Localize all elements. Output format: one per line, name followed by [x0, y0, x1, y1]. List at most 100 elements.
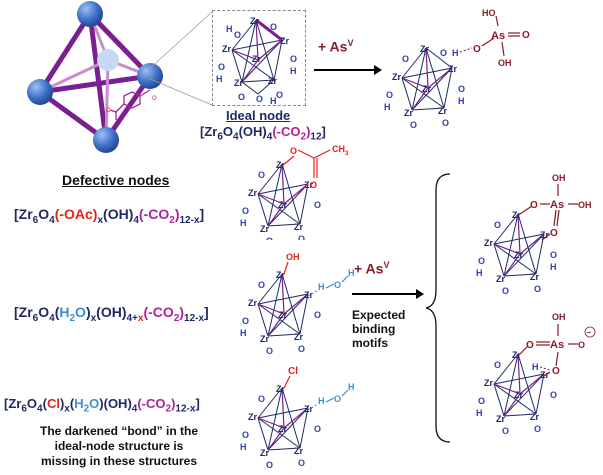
water-h-label: H: [348, 382, 355, 392]
o-label: O: [386, 90, 393, 100]
zr-label: Zr: [248, 188, 257, 198]
water-h-label: H: [318, 396, 325, 406]
zr-label: Zr: [496, 414, 505, 424]
o-label: O: [410, 120, 417, 130]
defective-node-acetate: Zr Zr Zr Zr Zr Zr O O O O O H O CH3 O: [240, 144, 349, 240]
zr-label: Zr: [420, 44, 429, 54]
note-line-1: The darkened “bond” in the: [39, 424, 198, 438]
zr-label: Zr: [512, 210, 521, 220]
defect-oh-label: OH: [286, 252, 300, 262]
o-label: O: [256, 94, 263, 104]
o-label: O: [440, 48, 447, 58]
defective-nodes-title: Defective nodes: [62, 172, 170, 188]
zr-label: Zr: [484, 238, 493, 248]
o-label: O: [266, 346, 273, 356]
motif-line-2: binding: [352, 322, 396, 336]
h-label: H: [240, 328, 247, 338]
zr-label: Zr: [252, 54, 261, 64]
h-label: H: [476, 408, 483, 418]
h-label: H: [550, 262, 557, 272]
linker-oxygen-label-2: O: [152, 96, 157, 102]
o-label: O: [530, 200, 538, 211]
zr-label: Zr: [514, 250, 523, 260]
o-label: O: [270, 22, 277, 32]
zr-label: Zr: [278, 424, 287, 434]
o-label: O: [266, 236, 273, 240]
zr-label: Zr: [248, 298, 257, 308]
binding-motifs-label: Expected binding motifs: [352, 308, 405, 350]
motif-line-1: Expected: [352, 308, 406, 322]
mof-octahedron-illustration: O O: [27, 1, 163, 153]
o-label: O: [442, 118, 449, 128]
zr-label: Zr: [234, 78, 243, 88]
o-label: O: [218, 62, 225, 72]
defective-formula-chloride: [Zr6O4(Cl)x(H2O)(OH)4(-CO2)12-x]: [4, 396, 200, 415]
as-label: As: [550, 199, 564, 211]
o-label: O: [534, 284, 541, 294]
node-sphere-right: [137, 63, 163, 89]
zr-label: Zr: [294, 446, 303, 456]
as-label: As: [491, 30, 505, 42]
o-label: O: [494, 220, 501, 230]
o-label: O: [502, 426, 509, 436]
oh-label: OH: [552, 312, 566, 322]
binding-motif-monodentate: Zr Zr Zr Zr Zr Zr O O O O O H O As OH O …: [476, 312, 596, 436]
negative-charge-sign: −: [587, 328, 592, 337]
zr-label: Zr: [276, 160, 285, 170]
ho-label: HO: [482, 8, 496, 18]
zr-label: Zr: [278, 200, 287, 210]
h-label: H: [476, 268, 483, 278]
o-label: O: [402, 54, 409, 64]
h-label: H: [384, 102, 391, 112]
darkened-bond-note: The darkened “bond” in the ideal-node st…: [14, 424, 224, 469]
o-label: O: [258, 280, 265, 290]
zr-label: Zr: [512, 350, 521, 360]
ideal-node-title: Ideal node: [226, 108, 291, 123]
middle-reaction-arrow: [352, 289, 424, 299]
o-label: O: [550, 250, 557, 260]
o-label: O: [266, 460, 273, 470]
water-h-label: H: [348, 268, 355, 278]
zr-label: Zr: [260, 448, 269, 458]
zr-label: Zr: [422, 84, 431, 94]
note-line-3: missing in these structures: [40, 454, 198, 468]
node-sphere-top: [77, 1, 103, 27]
zr-label: Zr: [250, 16, 259, 26]
zr-label: Zr: [514, 390, 523, 400]
o-label: O: [298, 344, 305, 354]
o-label: O: [298, 458, 305, 468]
zr-label: Zr: [484, 378, 493, 388]
o-label: O: [242, 206, 249, 216]
zr-label: Zr: [448, 64, 457, 74]
o-label: O: [258, 170, 265, 180]
motif-line-3: motifs: [352, 336, 388, 350]
ideal-node-formula: [Zr6O4(OH)4(-CO2)12]: [200, 124, 326, 143]
h-label: H: [270, 96, 277, 104]
zr-label: Zr: [260, 224, 269, 234]
o-label: O: [526, 340, 534, 351]
water-h-label: H: [318, 282, 325, 292]
ideal-node-structure: Zr Zr Zr Zr Zr Zr O O O O O O O H H H H: [216, 16, 297, 104]
zr-label: Zr: [222, 44, 231, 54]
linker-detail: [109, 89, 151, 120]
zr-label: Zr: [276, 384, 285, 394]
oh-label: OH: [498, 58, 512, 68]
oh-label: OH: [578, 200, 592, 210]
zr-label: Zr: [392, 72, 401, 82]
o-label: O: [242, 316, 249, 326]
water-o-label: O: [334, 394, 341, 404]
o-label: O: [478, 396, 485, 406]
o-label: O: [550, 390, 557, 400]
zr-label: Zr: [260, 334, 269, 344]
o-label: O: [502, 286, 509, 296]
zr-label: Zr: [268, 76, 277, 86]
note-line-2: ideal-node structure is: [54, 439, 184, 453]
acetate-o-label: O: [310, 180, 317, 190]
zr-label: Zr: [438, 106, 447, 116]
water-o-label: O: [334, 280, 341, 290]
o-label: O: [578, 340, 585, 350]
defective-formula-acetate: [Zr6O4(-OAc)x(OH)4(-CO2)12-x]: [14, 206, 205, 226]
o-label: O: [550, 228, 558, 239]
o-label: O: [242, 430, 249, 440]
acetate-o-label: O: [290, 146, 297, 156]
